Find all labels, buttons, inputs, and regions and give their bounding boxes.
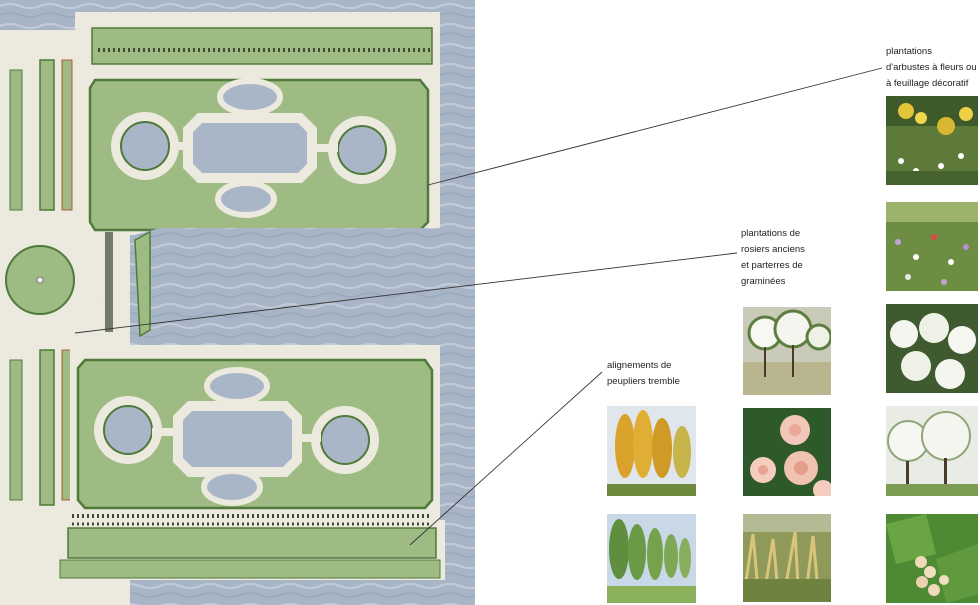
upper-right-basin — [337, 125, 387, 175]
lawn-strip-left-2 — [39, 349, 55, 506]
label-rosiers: plantations de rosiers anciens et parterre… — [741, 226, 831, 290]
round-basin — [36, 276, 44, 284]
lawn-strip-left-4 — [9, 69, 23, 211]
top-lawn-band — [91, 27, 433, 65]
photo-wildflower-meadow — [886, 202, 978, 291]
central-hedge — [105, 232, 113, 332]
label-line: alignements de — [607, 360, 672, 371]
photo-flowering-shrubs — [886, 96, 978, 185]
lower-top-oval — [204, 367, 270, 405]
label-line: d'arbustes à fleurs ou — [886, 62, 977, 73]
photo-white-hydrangea — [886, 304, 978, 393]
photo-ornamental-grasses — [743, 514, 831, 602]
label-line: plantations de — [741, 228, 801, 239]
label-line: et parterres de — [741, 260, 803, 271]
photo-aspen-autumn — [607, 406, 696, 496]
lawn-strip-mid — [61, 59, 73, 211]
bottom-lawn-strip — [59, 559, 441, 579]
label-line: à feuillage décoratif — [886, 78, 969, 89]
upper-top-oval — [217, 78, 283, 116]
photo-pink-old-roses — [743, 408, 831, 496]
label-peupliers: alignements de peupliers tremble — [607, 358, 697, 390]
upper-left-basin — [120, 121, 170, 171]
upper-central-basin — [183, 113, 317, 183]
lawn-strip-left — [39, 59, 55, 211]
lawn-strip-left-3 — [9, 359, 23, 501]
label-line: graminées — [741, 276, 786, 287]
lower-right-basin — [320, 415, 370, 465]
garden-site-plan — [0, 0, 475, 605]
bottom-lawn-band — [67, 527, 437, 559]
photo-redcurrant-berries — [886, 514, 978, 603]
label-line: plantations — [886, 46, 932, 57]
label-line: peupliers tremble — [607, 376, 680, 387]
label-line: rosiers anciens — [741, 244, 805, 255]
upper-bottom-oval — [215, 180, 277, 218]
photo-aspen-row — [607, 514, 696, 603]
label-arbustes: plantations d'arbustes à fleurs ou à feuil… — [886, 44, 980, 92]
lower-central-basin — [173, 401, 302, 477]
photo-white-flowering-shrubs — [886, 406, 978, 496]
photo-standard-rose-trees — [743, 307, 831, 395]
lower-left-basin — [103, 405, 153, 455]
lower-bottom-oval — [201, 468, 263, 506]
leader-arbustes — [427, 67, 883, 186]
